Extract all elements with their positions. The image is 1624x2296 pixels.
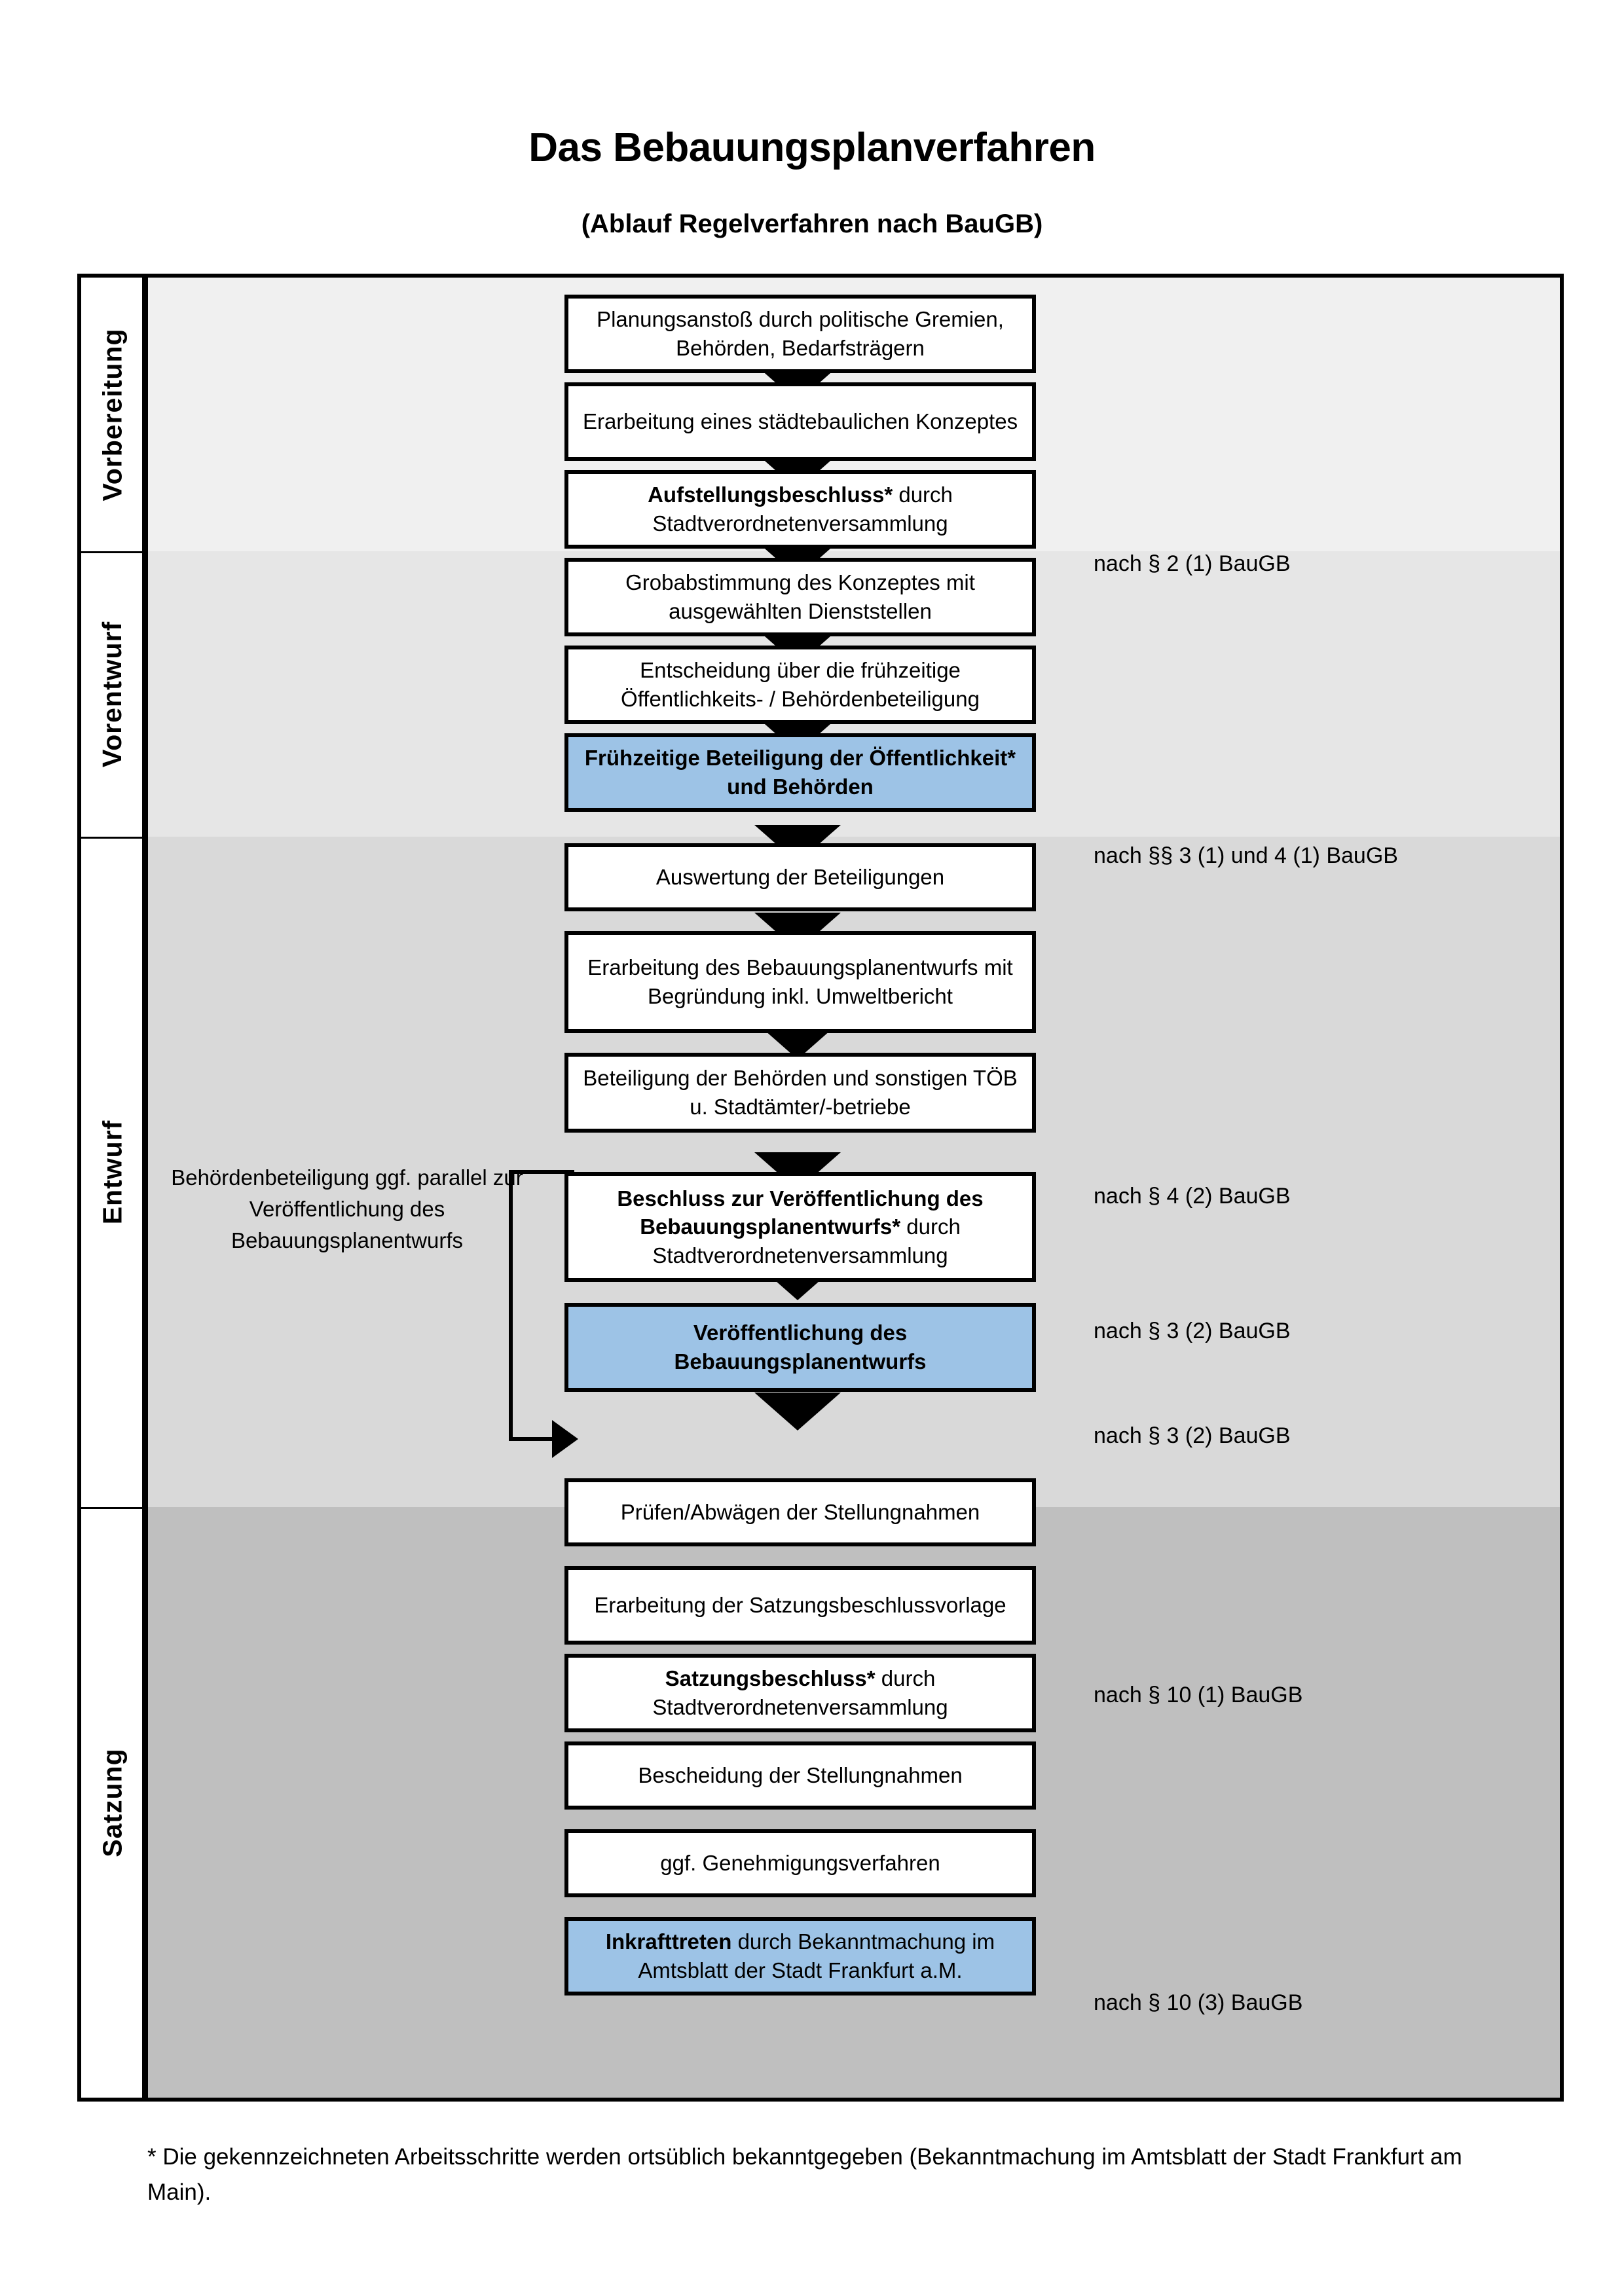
process-box-label-bold: Veröffentlichung des Bebauungsplanentwur… (674, 1321, 927, 1374)
process-box-entscheidung-fruehzeitig[interactable]: Entscheidung über die frühzeitige Öffent… (564, 646, 1036, 724)
process-box-label-bold: Aufstellungsbeschluss* (648, 483, 893, 507)
footnote: * Die gekennzeichneten Arbeitsschritte w… (147, 2144, 1462, 2206)
process-box-label: Erarbeitung des Bebauungsplanentwurfs mi… (587, 955, 1013, 1008)
legal-ref-aufstellungsbeschluss: nach § 2 (1) BauGB (1094, 551, 1291, 576)
process-box-planungsanstoss[interactable]: Planungsanstoß durch politische Gremien,… (564, 295, 1036, 373)
process-box-label: durch Stadtverordnetenversammlung (652, 1214, 961, 1267)
phase-label-text: Vorbereitung (97, 327, 128, 501)
bracket-vertical-segment (509, 1170, 513, 1441)
flow-arrow (754, 1393, 841, 1430)
bracket-arrowhead-icon (552, 1420, 578, 1458)
phase-label-text: Vorentwurf (97, 621, 128, 767)
legal-ref-satzungsbeschluss: nach § 10 (1) BauGB (1094, 1683, 1303, 1707)
process-box-veroeffentlichung[interactable]: Veröffentlichung des Bebauungsplanentwur… (564, 1303, 1036, 1392)
process-box-auswertung[interactable]: Auswertung der Beteiligungen (564, 843, 1036, 911)
phase-divider-2 (77, 837, 148, 839)
process-box-label-bold: Beschluss zur Veröffentlichung des Bebau… (617, 1186, 984, 1239)
page-title: Das Bebauungsplanverfahren (528, 125, 1096, 170)
phase-label-column (77, 274, 148, 2102)
side-note: Behördenbeteiligung ggf. parallel zur Ve… (171, 1165, 523, 1252)
process-box-label: Beteiligung der Behörden und sonstigen T… (583, 1066, 1018, 1119)
process-box-label: Entscheidung über die frühzeitige Öffent… (621, 658, 980, 711)
phase-label-vorbereitung: Vorbereitung (77, 278, 148, 551)
process-box-fruehzeitige-beteiligung[interactable]: Frühzeitige Beteiligung der Öffentlichke… (564, 733, 1036, 812)
process-box-label: durch Stadtverordnetenversammlung (652, 1666, 948, 1719)
process-box-genehmigungsverfahren[interactable]: ggf. Genehmigungsverfahren (564, 1829, 1036, 1897)
page-subtitle: (Ablauf Regelverfahren nach BauGB) (581, 210, 1043, 238)
diagram-frame (77, 274, 1564, 2102)
phase-label-satzung: Satzung (77, 1507, 148, 2098)
legal-ref-beschluss: nach § 3 (2) BauGB (1094, 1319, 1291, 1343)
process-box-erarbeitung-entwurf[interactable]: Erarbeitung des Bebauungsplanentwurfs mi… (564, 931, 1036, 1033)
legal-ref-veroeffentlichung: nach § 3 (2) BauGB (1094, 1423, 1291, 1448)
process-box-pruefen-abwaegen[interactable]: Prüfen/Abwägen der Stellungnahmen (564, 1478, 1036, 1546)
legal-ref-inkrafttreten: nach § 10 (3) BauGB (1094, 1990, 1303, 2015)
process-box-label: Grobabstimmung des Konzeptes mit ausgewä… (625, 570, 975, 623)
process-box-label: ggf. Genehmigungsverfahren (660, 1851, 940, 1876)
process-box-label: Erarbeitung eines städtebaulichen Konzep… (582, 409, 1018, 434)
process-box-aufstellungsbeschluss[interactable]: Aufstellungsbeschluss* durch Stadtverord… (564, 470, 1036, 549)
bracket-top-segment (509, 1170, 574, 1174)
process-box-beschluss-veroeffentlichung[interactable]: Beschluss zur Veröffentlichung des Bebau… (564, 1172, 1036, 1282)
process-box-label: Planungsanstoß durch politische Gremien,… (597, 307, 1004, 360)
process-box-satzungsbeschluss[interactable]: Satzungsbeschluss* durch Stadtverordnete… (564, 1654, 1036, 1732)
process-box-label-bold: Satzungsbeschluss* (665, 1666, 876, 1691)
legal-ref-behoerdenbeteiligung: nach § 4 (2) BauGB (1094, 1184, 1291, 1209)
phase-label-text: Entwurf (97, 1120, 128, 1224)
legal-ref-fruehzeitige: nach §§ 3 (1) und 4 (1) BauGB (1094, 843, 1398, 868)
bracket-bottom-segment (509, 1437, 553, 1441)
phase-label-vorentwurf: Vorentwurf (77, 551, 148, 837)
phase-label-entwurf: Entwurf (77, 837, 148, 1507)
phase-divider-3 (77, 1507, 148, 1509)
process-box-grobabstimmung[interactable]: Grobabstimmung des Konzeptes mit ausgewä… (564, 558, 1036, 636)
process-box-label: durch Stadtverordnetenversammlung (652, 483, 953, 536)
process-box-label-bold: Inkrafttreten (605, 1929, 732, 1954)
process-box-satzungsbeschlussvorlage[interactable]: Erarbeitung der Satzungsbeschlussvorlage (564, 1566, 1036, 1645)
process-box-label: Bescheidung der Stellungnahmen (638, 1763, 963, 1788)
process-box-label: Auswertung der Beteiligungen (655, 865, 945, 890)
process-box-label: Erarbeitung der Satzungsbeschlussvorlage (594, 1593, 1006, 1618)
process-box-bescheidung[interactable]: Bescheidung der Stellungnahmen (564, 1741, 1036, 1810)
process-box-label: durch Bekanntmachung im Amtsblatt der St… (638, 1929, 995, 1982)
process-box-staedtebau-konzept[interactable]: Erarbeitung eines städtebaulichen Konzep… (564, 382, 1036, 461)
process-box-label-bold: Frühzeitige Beteiligung der Öffentlichke… (584, 746, 1016, 799)
phase-label-text: Satzung (97, 1747, 128, 1857)
process-box-label: Prüfen/Abwägen der Stellungnahmen (620, 1500, 980, 1525)
process-box-inkrafttreten[interactable]: Inkrafttreten durch Bekanntmachung im Am… (564, 1917, 1036, 1995)
process-box-beteiligung-behoerden[interactable]: Beteiligung der Behörden und sonstigen T… (564, 1053, 1036, 1133)
phase-divider-1 (77, 551, 148, 553)
